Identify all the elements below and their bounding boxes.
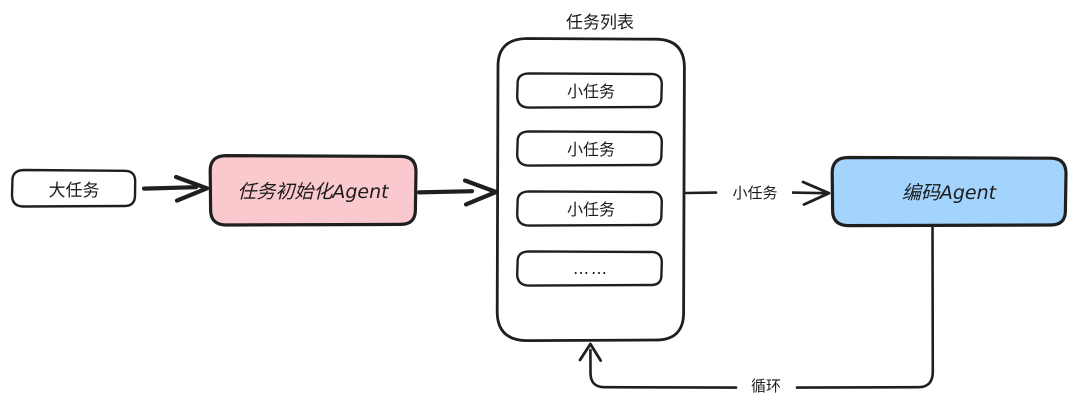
node-shape-subtask-1[interactable] (516, 72, 663, 109)
node-shape-code-agent[interactable] (830, 155, 1068, 228)
node-shape-big-task[interactable] (10, 168, 137, 208)
edge-big-task-to-init-agent (141, 174, 210, 203)
edge-code-agent-loop-to-task-list (578, 225, 935, 389)
edge-task-list-to-code-agent (684, 180, 831, 206)
node-shape-subtask-3[interactable] (516, 190, 663, 227)
edge-init-agent-to-task-list (416, 178, 499, 207)
node-shape-init-agent[interactable] (208, 154, 418, 227)
node-shape-subtask-2[interactable] (516, 130, 663, 167)
node-shape-subtask-4[interactable] (516, 250, 663, 287)
